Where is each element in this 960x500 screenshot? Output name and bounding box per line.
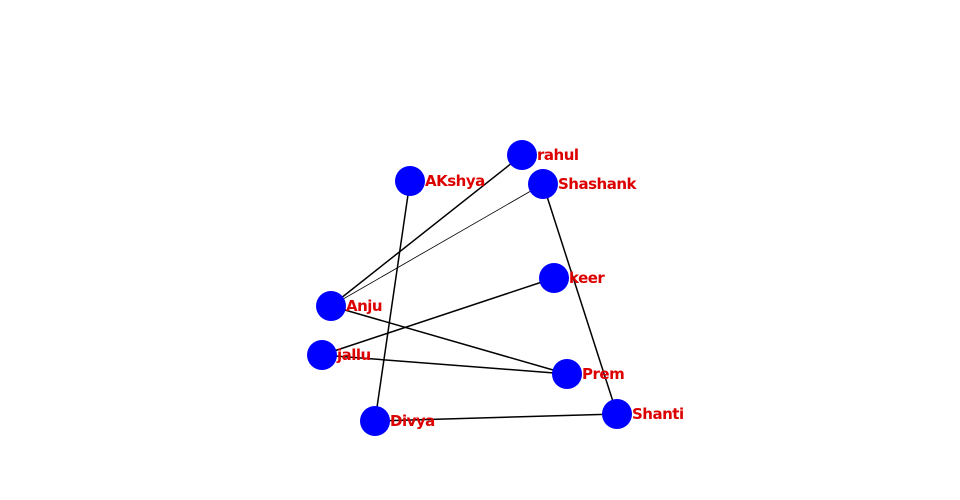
node-label-divya: Divya bbox=[390, 412, 435, 430]
node-label-akshya: AKshya bbox=[425, 172, 485, 190]
node-rahul bbox=[507, 140, 537, 170]
node-label-shashank: Shashank bbox=[558, 175, 638, 193]
edge-anju-prem bbox=[330, 305, 568, 375]
node-label-rahul: rahul bbox=[537, 146, 579, 164]
node-divya bbox=[360, 406, 390, 436]
node-jallu bbox=[307, 340, 337, 370]
node-label-keer: keer bbox=[569, 269, 605, 287]
node-shashank bbox=[528, 169, 558, 199]
edge-jallu-keer bbox=[321, 277, 555, 356]
node-prem bbox=[552, 359, 582, 389]
node-shanti bbox=[602, 399, 632, 429]
edge-anju-shashank bbox=[330, 183, 544, 307]
edge-anju-rahul bbox=[330, 154, 523, 307]
node-akshya bbox=[395, 166, 425, 196]
edges-layer bbox=[321, 154, 618, 422]
node-label-shanti: Shanti bbox=[632, 405, 684, 423]
node-label-prem: Prem bbox=[582, 365, 624, 383]
edge-shashank-shanti bbox=[542, 183, 618, 415]
edge-jallu-prem bbox=[321, 354, 568, 375]
edge-divya-shanti bbox=[374, 413, 618, 422]
node-label-anju: Anju bbox=[346, 297, 382, 315]
node-keer bbox=[539, 263, 569, 293]
node-label-jallu: jallu bbox=[336, 346, 371, 364]
node-anju bbox=[316, 291, 346, 321]
nodes-layer bbox=[307, 140, 632, 436]
edge-akshya-divya bbox=[374, 180, 411, 422]
